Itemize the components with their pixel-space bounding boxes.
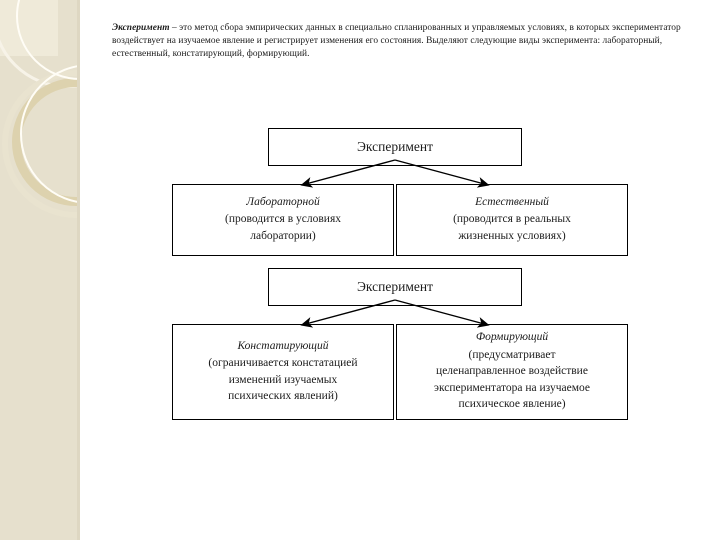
child-desc-line: изменений изучаемых: [228, 373, 338, 386]
root-node-1: Эксперимент: [268, 128, 522, 166]
intro-paragraph: Эксперимент – это метод сбора эмпирическ…: [112, 22, 708, 62]
child-node-formative: Формирующий (предусматривает целенаправл…: [396, 324, 628, 420]
child-node-laboratory: Лабораторной (проводится в условиях лабо…: [172, 184, 394, 256]
child-node-ascertaining: Констатирующий (ограничивается констатац…: [172, 324, 394, 420]
child-desc-line: жизненных условиях): [458, 229, 566, 242]
child-desc-line: психическое явление): [458, 398, 566, 411]
child-desc-line: (предусматривает: [468, 348, 556, 361]
child-desc-line: экспериментатора на изучаемое: [434, 381, 590, 394]
child-title: Естественный: [475, 195, 549, 208]
branch-arrows-1: [268, 158, 522, 192]
diagram-experiment-types-2: Эксперимент Констатирующий (ограничивает…: [0, 268, 720, 420]
intro-line3: Выделяют следующие виды эксперимента: ла…: [112, 36, 663, 60]
child-desc-line: (ограничивается констатацией: [208, 357, 358, 369]
panel-edge-line: [77, 0, 80, 540]
intro-line2: в которых экспериментатор воздействует н…: [112, 23, 681, 47]
child-title: Лабораторной: [246, 195, 320, 208]
child-desc-line: (проводится в условиях: [225, 213, 341, 226]
child-desc-line: целенаправленное воздействие: [436, 365, 588, 378]
child-title: Констатирующий: [237, 339, 329, 352]
diagram-experiment-types-1: Эксперимент Лабораторной (проводится в у…: [0, 128, 720, 258]
child-node-natural: Естественный (проводится в реальных жизн…: [396, 184, 628, 256]
intro-lead-term: Эксперимент: [112, 23, 170, 33]
branch-arrows-2: [268, 298, 522, 332]
decorative-side-panel: [0, 0, 80, 540]
child-desc-line: психических явлений): [228, 390, 338, 402]
root-node-2: Эксперимент: [268, 268, 522, 306]
child-desc-line: лаборатории): [250, 229, 316, 242]
intro-line1-rest: – это метод сбора эмпирических данных в …: [169, 23, 568, 33]
child-title: Формирующий: [475, 331, 549, 344]
child-desc-line: (проводится в реальных: [453, 213, 571, 226]
